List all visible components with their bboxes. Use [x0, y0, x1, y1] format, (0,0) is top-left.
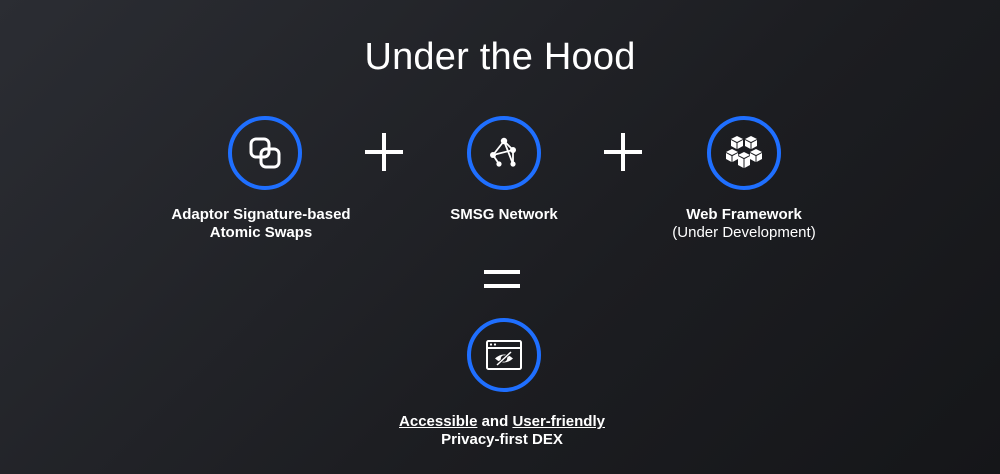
atomic-swaps-label-line1: Adaptor Signature-based — [171, 206, 351, 223]
plus-icon — [365, 133, 403, 171]
web-framework-label: Web Framework (Under Development) — [614, 206, 874, 242]
smsg-network-icon-circle — [467, 116, 541, 190]
web-framework-label-line2: (Under Development) — [672, 224, 816, 241]
atomic-swaps-label-line2: Atomic Swaps — [209, 224, 313, 241]
user-friendly-link[interactable]: User-friendly — [512, 413, 605, 430]
private-browser-icon — [486, 340, 522, 370]
equals-icon — [484, 270, 520, 290]
web-framework-label-line1: Web Framework — [686, 206, 802, 223]
network-nodes-icon — [490, 137, 516, 167]
linked-squares-icon — [249, 137, 281, 169]
dex-label: Accessible and User-friendly Privacy-fir… — [372, 413, 632, 449]
smsg-network-label: SMSG Network — [374, 206, 634, 224]
dex-label-line2: Privacy-first DEX — [441, 431, 563, 448]
atomic-swaps-icon-circle — [228, 116, 302, 190]
smsg-network-label-line1: SMSG Network — [450, 206, 558, 223]
accessible-link[interactable]: Accessible — [399, 413, 478, 430]
boxes-icon — [726, 136, 762, 168]
plus-icon — [604, 133, 642, 171]
web-framework-icon-circle — [707, 116, 781, 190]
dex-label-and: and — [477, 413, 513, 430]
atomic-swaps-label: Adaptor Signature-based Atomic Swaps — [131, 206, 391, 242]
page-title: Under the Hood — [364, 36, 636, 78]
private-dex-icon-circle — [467, 318, 541, 392]
